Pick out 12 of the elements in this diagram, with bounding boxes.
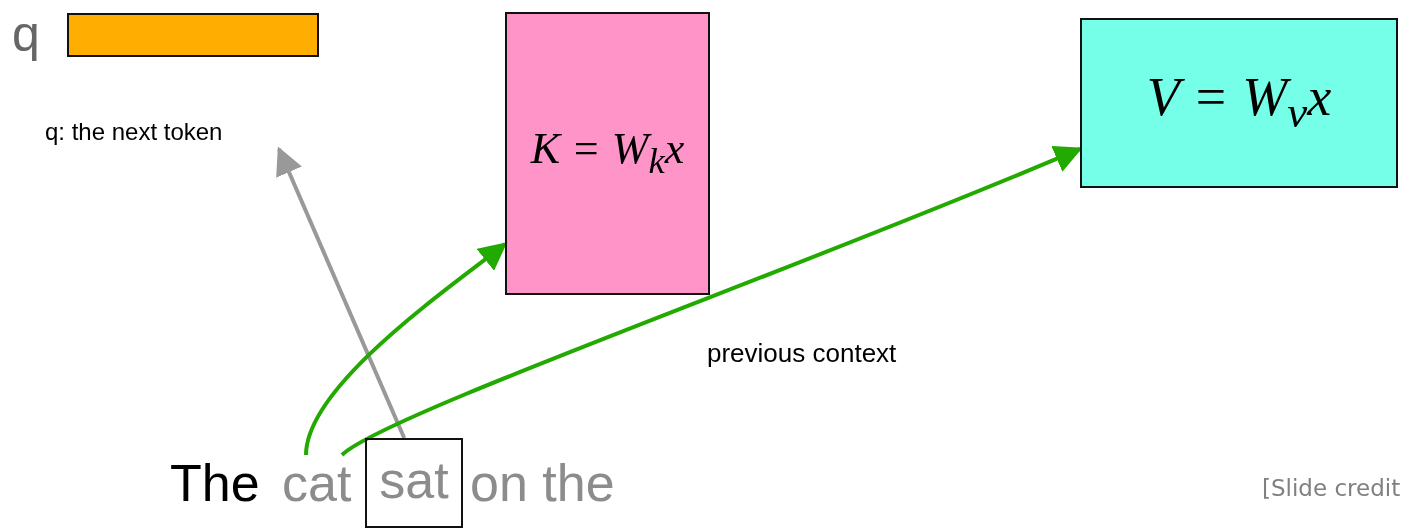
query-bar [67,13,319,57]
key-matrix-box: K = W$_{k}$x [505,12,710,295]
current-token-box: sat [365,438,463,528]
arrow [276,146,407,439]
annotation-text: previous context [707,338,897,369]
value-matrix-box: V = W$_{v}$x [1080,18,1398,188]
token-word: The [170,452,262,514]
query-symbol: q [12,6,40,62]
token-word: on the [470,452,635,514]
token-word: cat [282,455,362,510]
query-label: q: the next token [45,115,305,149]
credit-note: [Slide credit [1262,475,1401,501]
